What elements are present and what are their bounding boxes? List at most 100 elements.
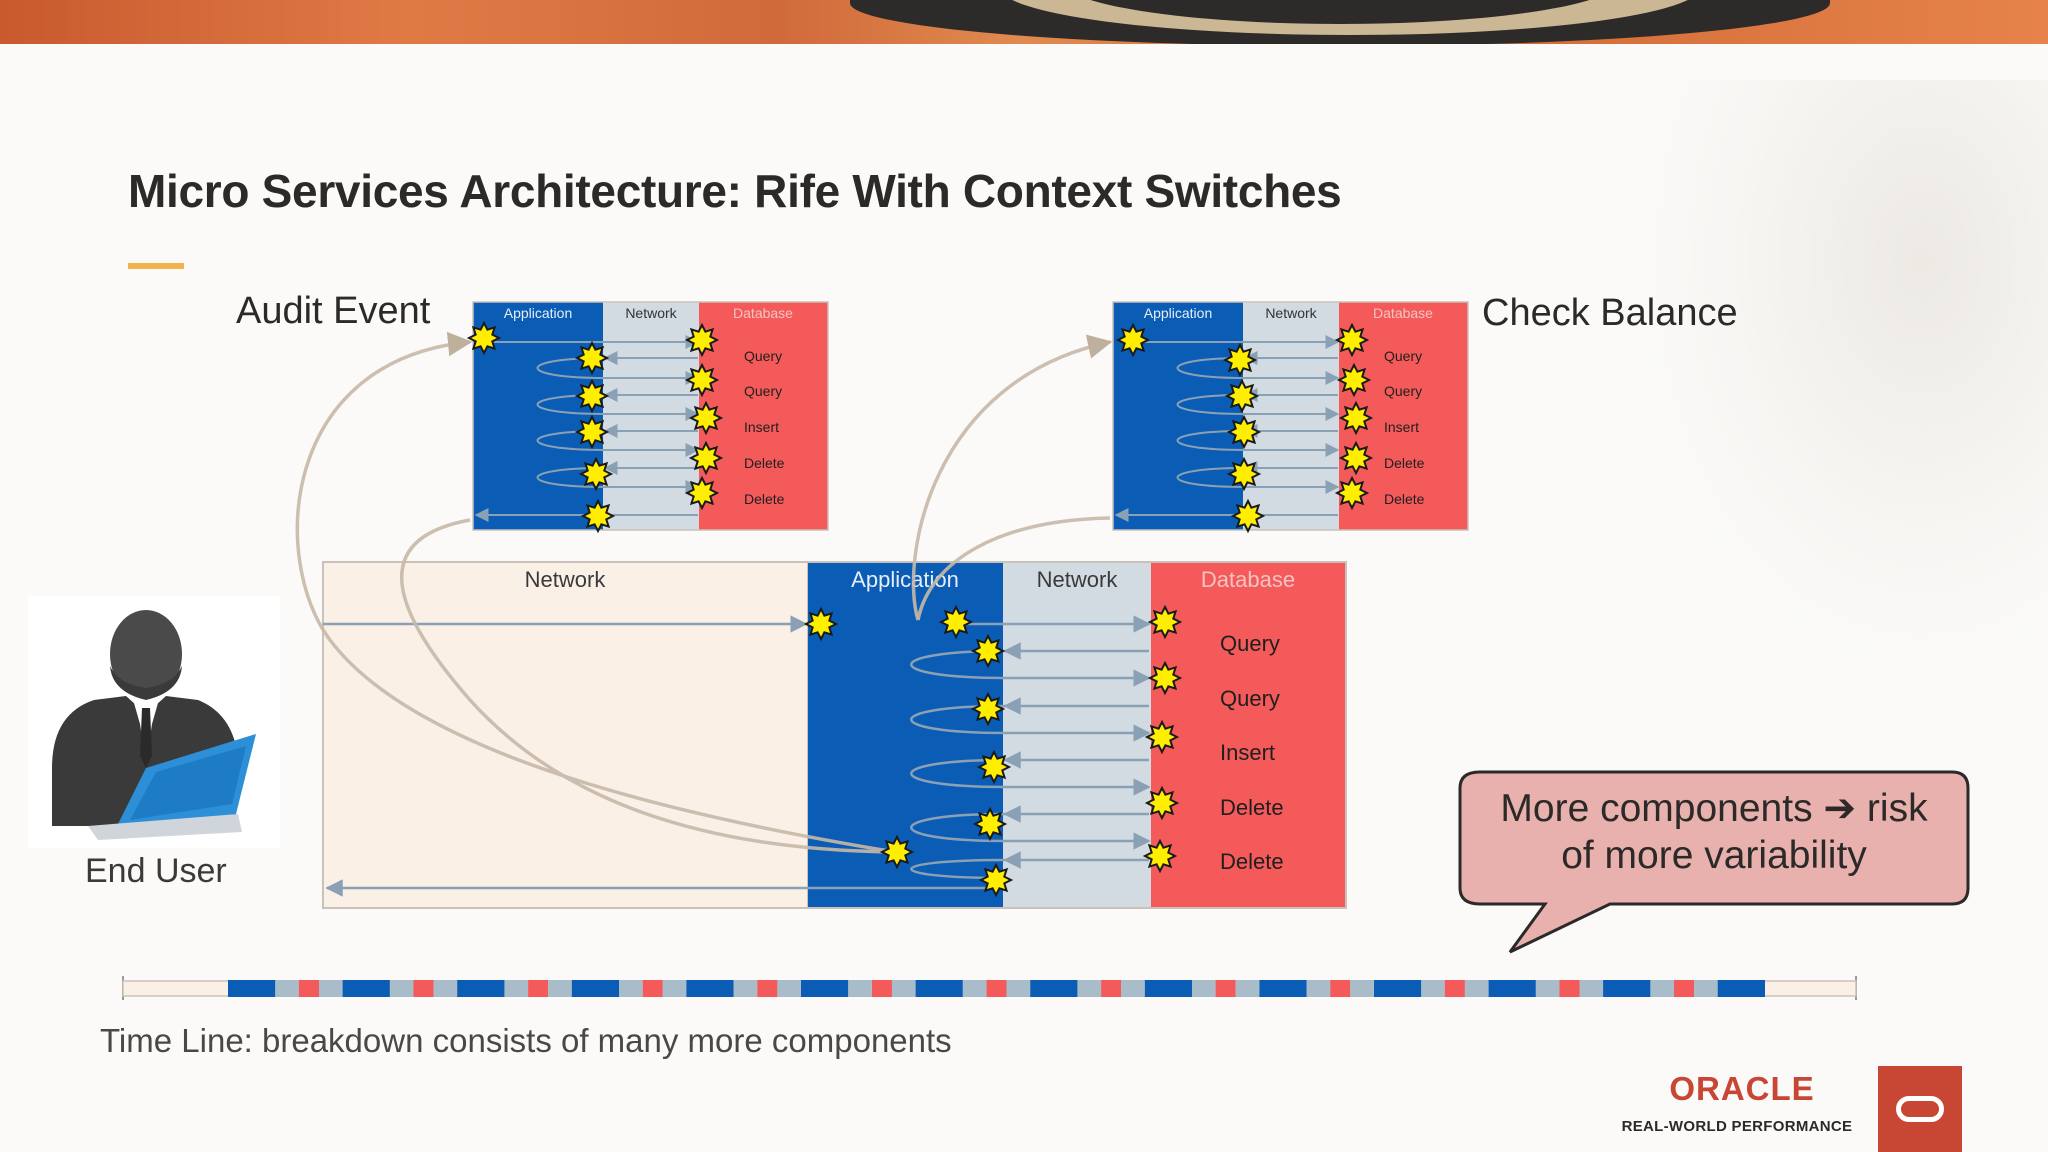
context-switch-star-icon (688, 400, 724, 436)
timeline-segments (228, 980, 1765, 997)
context-switch-star-icon (1334, 475, 1370, 511)
main-header-network: Network (1037, 567, 1119, 592)
timeline-segment-net (1235, 980, 1260, 997)
timeline-segment-net (733, 980, 758, 997)
main-header-database: Database (1201, 567, 1295, 592)
audit-op-delete-2: Delete (744, 491, 785, 507)
timeline-segment-net (319, 980, 343, 997)
main-op-insert: Insert (1220, 740, 1275, 765)
timeline-bar (122, 976, 1857, 1000)
context-switch-star-icon (1338, 400, 1374, 436)
client-network-header: Network (525, 567, 607, 592)
timeline-segment-net (1694, 980, 1718, 997)
audit-database-column (699, 302, 828, 530)
timeline-segment-net (1464, 980, 1489, 997)
check-header-database: Database (1373, 305, 1433, 321)
context-switch-star-icon (580, 498, 616, 534)
audit-op-query-2: Query (744, 383, 782, 399)
callout-line-1: More components ➔ risk (1500, 787, 1928, 830)
context-switch-star-icon (684, 322, 720, 358)
context-switch-star-icon (688, 440, 724, 476)
context-switch-star-icon (803, 606, 839, 642)
context-switch-star-icon (1224, 378, 1260, 414)
context-switch-star-icon (1222, 342, 1258, 378)
background-texture (1628, 80, 2048, 680)
timeline-segment-net (548, 980, 572, 997)
timeline-segment-db (1215, 980, 1236, 997)
timeline-segment-db (528, 980, 549, 997)
check-header-network: Network (1265, 305, 1317, 321)
timeline-segment-net (777, 980, 801, 997)
check-op-delete-2: Delete (1384, 491, 1425, 507)
check-header-application: Application (1144, 305, 1213, 321)
service-connectors (295, 331, 1113, 854)
timeline-segment-net (1077, 980, 1101, 997)
context-switch-star-icon (972, 806, 1008, 842)
timeline-segment-net (1306, 980, 1331, 997)
slide-title: Micro Services Architecture: Rife With C… (128, 165, 1342, 217)
end-user-label: End User (85, 852, 227, 890)
check-balance-diagram: Application Network Database Query Query… (1112, 301, 1469, 531)
timeline-segment-app (457, 980, 505, 997)
context-switch-star-icon (1142, 838, 1178, 874)
timeline-segment-net (662, 980, 687, 997)
audit-network-column (603, 302, 699, 530)
timeline-segment-app (1374, 980, 1422, 997)
timeline-segment-db (1330, 980, 1351, 997)
callout-bubble (1458, 770, 1970, 954)
header-banner (0, 0, 2048, 44)
timeline-segment-net (389, 980, 414, 997)
check-balance-label: Check Balance (1482, 292, 1738, 334)
timeline-segment-app (571, 980, 620, 997)
audit-op-delete-1: Delete (744, 455, 785, 471)
callout-text: More components ➔ risk of more variabili… (1462, 785, 1966, 879)
timeline-segment-db (298, 980, 319, 997)
context-switch-star-icon (1336, 362, 1372, 398)
callout-line-2: of more variability (1561, 834, 1867, 877)
timeline-segment-db (757, 980, 778, 997)
audit-op-insert: Insert (744, 419, 779, 435)
timeline-segment-net (1421, 980, 1445, 997)
main-diagram: Network Application Network Database Que… (322, 561, 1347, 909)
check-op-query-2: Query (1384, 383, 1422, 399)
timeline-segment-net (433, 980, 458, 997)
audit-event-label: Audit Event (236, 290, 431, 332)
timeline-segment-db (1674, 980, 1695, 997)
audit-event-diagram: Application Network Database Query Query… (472, 301, 829, 531)
context-switch-star-icon (466, 320, 502, 356)
user-laptop-icon (52, 610, 256, 840)
timeline-segment-db (1101, 980, 1122, 997)
timeline-segment-app (1717, 980, 1765, 997)
audit-op-query-1: Query (744, 348, 782, 364)
timeline-segment-app (1144, 980, 1193, 997)
timeline-segment-db (413, 980, 434, 997)
context-switch-star-icon (1144, 719, 1180, 755)
check-op-delete-1: Delete (1384, 455, 1425, 471)
timeline-segment-app (801, 980, 849, 997)
timeline-segment-app (915, 980, 963, 997)
context-switch-star-icon (978, 862, 1014, 898)
audit-header-application: Application (504, 305, 573, 321)
check-op-insert: Insert (1384, 419, 1419, 435)
timeline-segment-net (1350, 980, 1374, 997)
oracle-logo-icon (1878, 1066, 1962, 1152)
context-switch-star-icon (1147, 660, 1183, 696)
context-switch-star-icon (976, 749, 1012, 785)
timeline-segment-net (504, 980, 528, 997)
context-switch-star-icon (1334, 322, 1370, 358)
context-switch-star-icon (970, 633, 1006, 669)
main-database-column (1151, 562, 1346, 908)
main-op-query-1: Query (1220, 631, 1280, 656)
context-switch-star-icon (684, 475, 720, 511)
check-op-query-1: Query (1384, 348, 1422, 364)
main-header-application: Application (851, 567, 959, 592)
timeline-segment-net (275, 980, 299, 997)
timeline-segment-net (848, 980, 872, 997)
timeline-segment-app (1603, 980, 1651, 997)
oracle-tagline: REAL-WORLD PERFORMANCE (1621, 1118, 1853, 1135)
timeline-segment-app (342, 980, 390, 997)
timeline-segment-net (1535, 980, 1560, 997)
main-op-query-2: Query (1220, 686, 1280, 711)
context-switch-star-icon (574, 414, 610, 450)
timeline-segment-app (1259, 980, 1307, 997)
